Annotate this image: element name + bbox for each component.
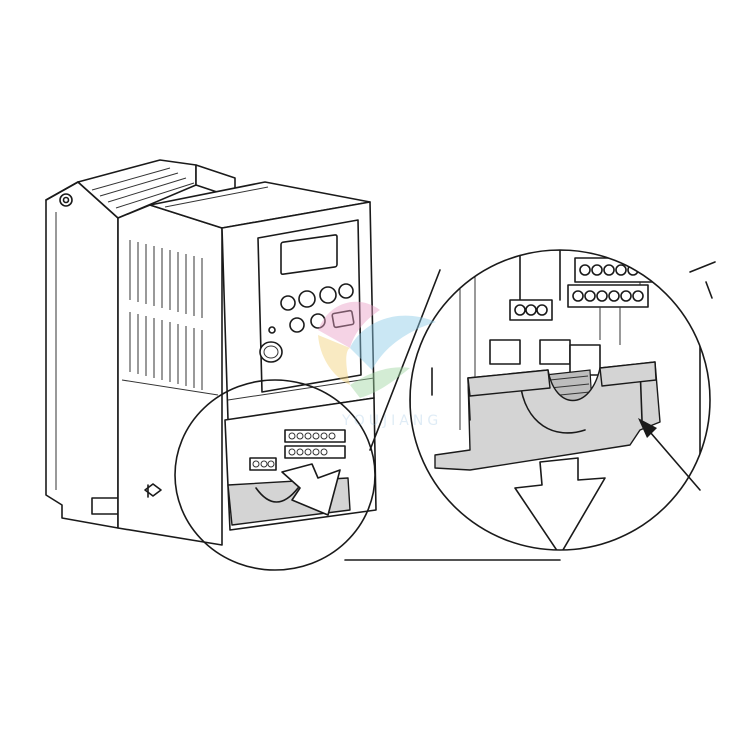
terminal-area-small — [224, 397, 377, 531]
stylized-logo-icon: YOUJIANG — [318, 301, 442, 429]
pointer-arrow — [638, 418, 701, 491]
watermark-text: YOUJIANG — [341, 413, 442, 429]
keypad-buttons — [268, 283, 355, 334]
display-window — [280, 234, 338, 276]
vent-slots — [129, 240, 203, 390]
control-terminals — [567, 257, 656, 345]
terminal-blocks-small — [249, 429, 346, 471]
zoom-detail — [409, 249, 716, 551]
housing-front — [221, 201, 375, 421]
mounting-plate — [45, 181, 123, 529]
detail-callout — [174, 269, 561, 571]
housing-side — [117, 204, 223, 546]
small-callout-circle — [174, 379, 376, 571]
speed-knob — [259, 341, 283, 363]
small-down-arrow — [281, 463, 341, 516]
large-callout-circle — [409, 249, 711, 551]
terminal-cover-large — [434, 361, 661, 471]
large-down-arrow — [514, 457, 606, 550]
